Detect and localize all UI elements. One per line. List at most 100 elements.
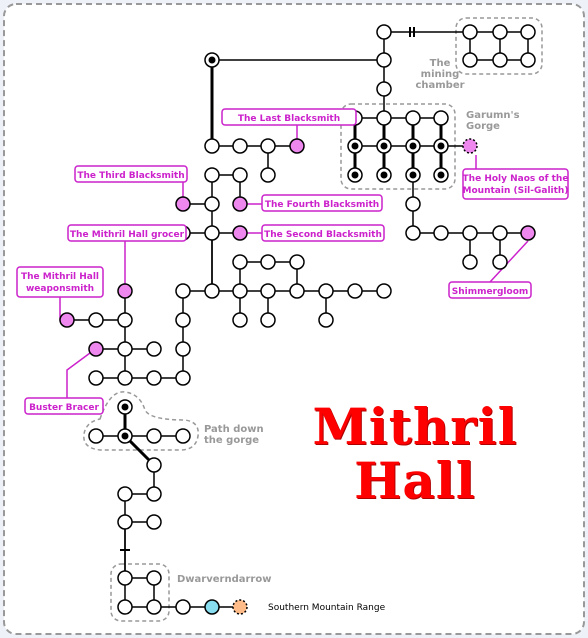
room-node xyxy=(405,225,421,241)
dwarverndarrow-box xyxy=(110,563,170,622)
location-label-box xyxy=(16,266,104,298)
room-node xyxy=(146,570,162,586)
location-label: The Second Blacksmith xyxy=(264,230,382,240)
room-node xyxy=(232,312,248,328)
room-node xyxy=(175,428,191,444)
room-node xyxy=(376,52,392,68)
room-node xyxy=(260,167,276,183)
room-node xyxy=(520,225,536,241)
room-node xyxy=(232,283,248,299)
room-node xyxy=(204,167,220,183)
location-label-box xyxy=(261,194,383,212)
location-label: The Fourth Blacksmith xyxy=(265,200,379,210)
room-marker xyxy=(409,171,417,179)
room-node xyxy=(146,428,162,444)
room-node xyxy=(492,24,508,40)
room-node xyxy=(88,428,104,444)
room-node xyxy=(260,312,276,328)
room-node xyxy=(232,138,248,154)
room-node xyxy=(376,24,392,40)
location-label: The Third Blacksmith xyxy=(77,171,184,181)
room-marker xyxy=(380,171,388,179)
room-marker xyxy=(351,171,359,179)
room-node xyxy=(117,283,133,299)
room-marker xyxy=(121,403,129,411)
room-node xyxy=(289,254,305,270)
room-node xyxy=(88,370,104,386)
map-title: Mithril Hall xyxy=(300,400,530,508)
location-label-box xyxy=(448,281,532,299)
leader-line xyxy=(66,352,91,398)
room-node xyxy=(405,110,421,126)
room-node xyxy=(260,283,276,299)
leader-line xyxy=(489,240,529,283)
room-node xyxy=(146,370,162,386)
room-node xyxy=(492,254,508,270)
room-node xyxy=(117,486,133,502)
room-node xyxy=(117,370,133,386)
location-label-box xyxy=(462,168,569,200)
room-marker xyxy=(121,432,129,440)
room-marker xyxy=(208,56,216,64)
room-node xyxy=(318,312,334,328)
location-label: Buster Bracer xyxy=(29,403,99,413)
room-node xyxy=(175,341,191,357)
room-node xyxy=(59,312,75,328)
map-title-line1: Mithril xyxy=(312,397,518,456)
room-node xyxy=(520,52,536,68)
room-node xyxy=(376,283,392,299)
room-node xyxy=(175,283,191,299)
room-node xyxy=(492,225,508,241)
room-node xyxy=(260,138,276,154)
room-node xyxy=(88,312,104,328)
room-node xyxy=(318,283,334,299)
location-label: The Mithril Hall grocer xyxy=(70,230,185,240)
mining-chamber-box xyxy=(455,17,543,75)
room-node xyxy=(520,24,536,40)
room-node xyxy=(146,457,162,473)
room-node xyxy=(204,283,220,299)
path-down-the-gorge-box xyxy=(83,391,199,451)
room-node xyxy=(347,283,363,299)
exit-label: Southern Mountain Range xyxy=(268,603,386,613)
map-border xyxy=(3,3,585,635)
location-label: Shimmergloom xyxy=(452,287,529,297)
room-node xyxy=(88,341,104,357)
room-node xyxy=(462,24,478,40)
room-node xyxy=(232,196,248,212)
room-node xyxy=(232,254,248,270)
map-title-line2: Hall xyxy=(354,451,476,510)
room-marker xyxy=(351,142,359,150)
room-node xyxy=(146,599,162,615)
room-node xyxy=(433,225,449,241)
region-label: Dwarverndarrow xyxy=(177,574,271,585)
location-label-box xyxy=(261,224,385,242)
room-node xyxy=(117,599,133,615)
room-marker xyxy=(409,142,417,150)
room-node xyxy=(232,167,248,183)
room-node xyxy=(146,514,162,530)
room-marker xyxy=(437,142,445,150)
room-node xyxy=(289,283,305,299)
room-node xyxy=(462,52,478,68)
room-node xyxy=(117,570,133,586)
room-node xyxy=(289,138,305,154)
room-marker xyxy=(380,142,388,150)
room-node xyxy=(204,138,220,154)
room-node xyxy=(462,138,478,154)
room-node xyxy=(117,341,133,357)
location-label-box xyxy=(74,165,188,183)
room-node xyxy=(376,81,392,97)
room-marker xyxy=(437,171,445,179)
room-node xyxy=(175,370,191,386)
room-node xyxy=(405,196,421,212)
room-node xyxy=(462,225,478,241)
room-node xyxy=(492,52,508,68)
room-node xyxy=(175,599,191,615)
room-node xyxy=(146,341,162,357)
